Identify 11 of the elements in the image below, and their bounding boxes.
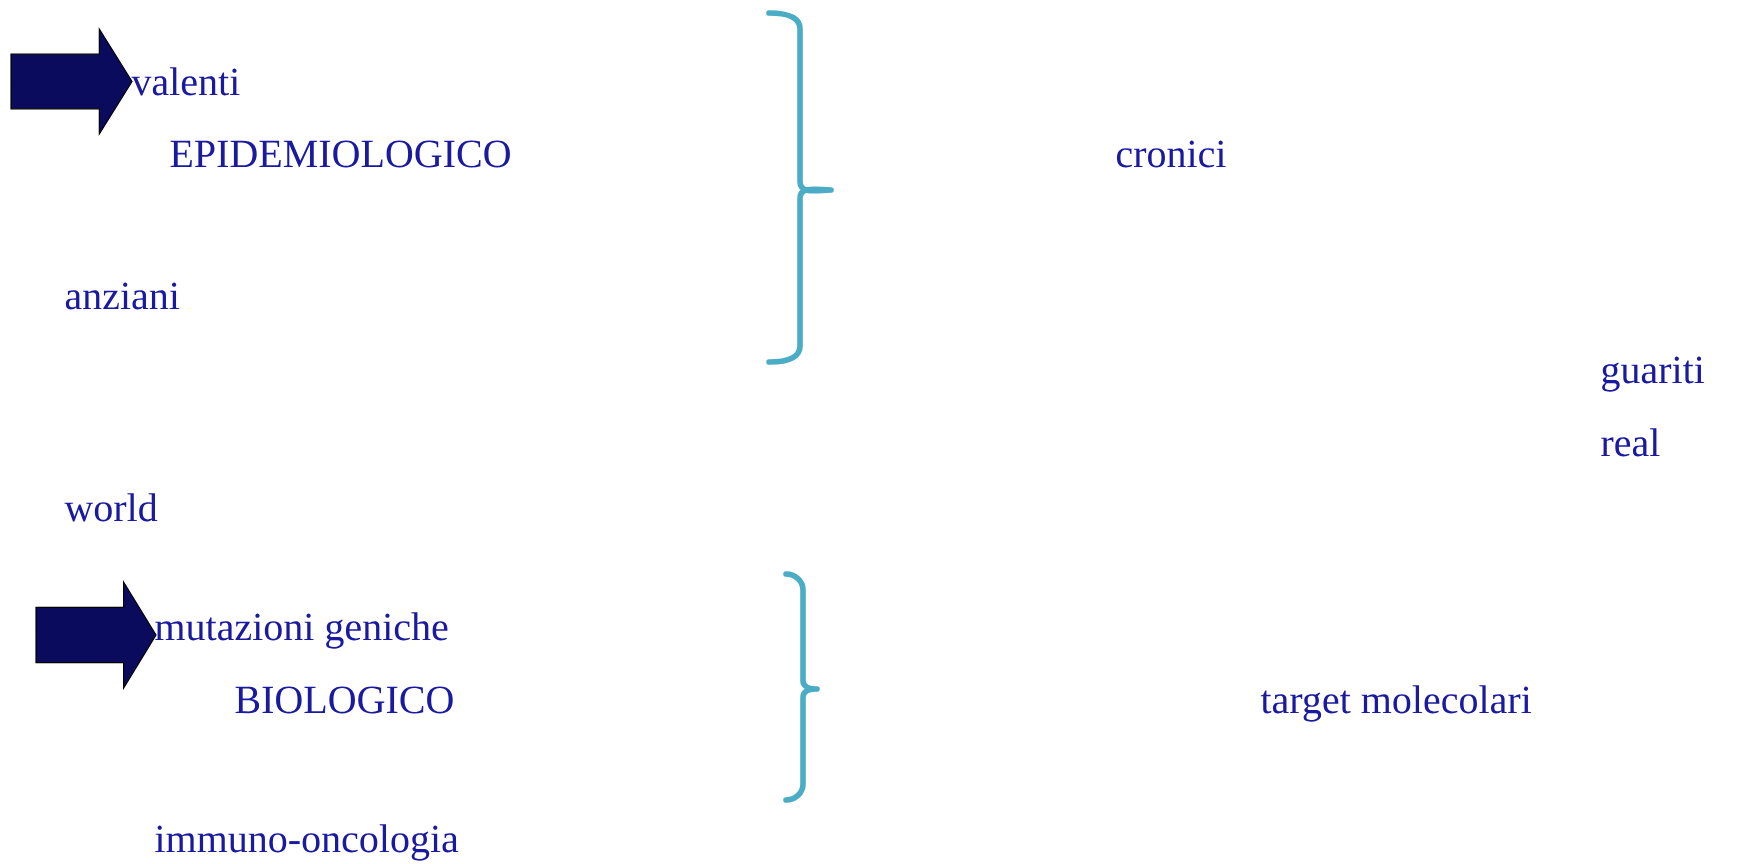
label: world xyxy=(64,493,158,522)
label: BIOLOGICO xyxy=(235,686,453,714)
label: EPIDEMIOLOGICO xyxy=(170,140,510,168)
label: cronici xyxy=(1116,140,1226,168)
label: immuno-oncologia xyxy=(155,824,459,861)
label: valenti xyxy=(131,67,240,96)
label: real xyxy=(1601,428,1660,457)
label: anziani xyxy=(65,282,180,310)
label: mutazioni geniche xyxy=(155,612,448,649)
label: target molecolari xyxy=(1260,685,1532,722)
label: guariti xyxy=(1602,356,1705,392)
